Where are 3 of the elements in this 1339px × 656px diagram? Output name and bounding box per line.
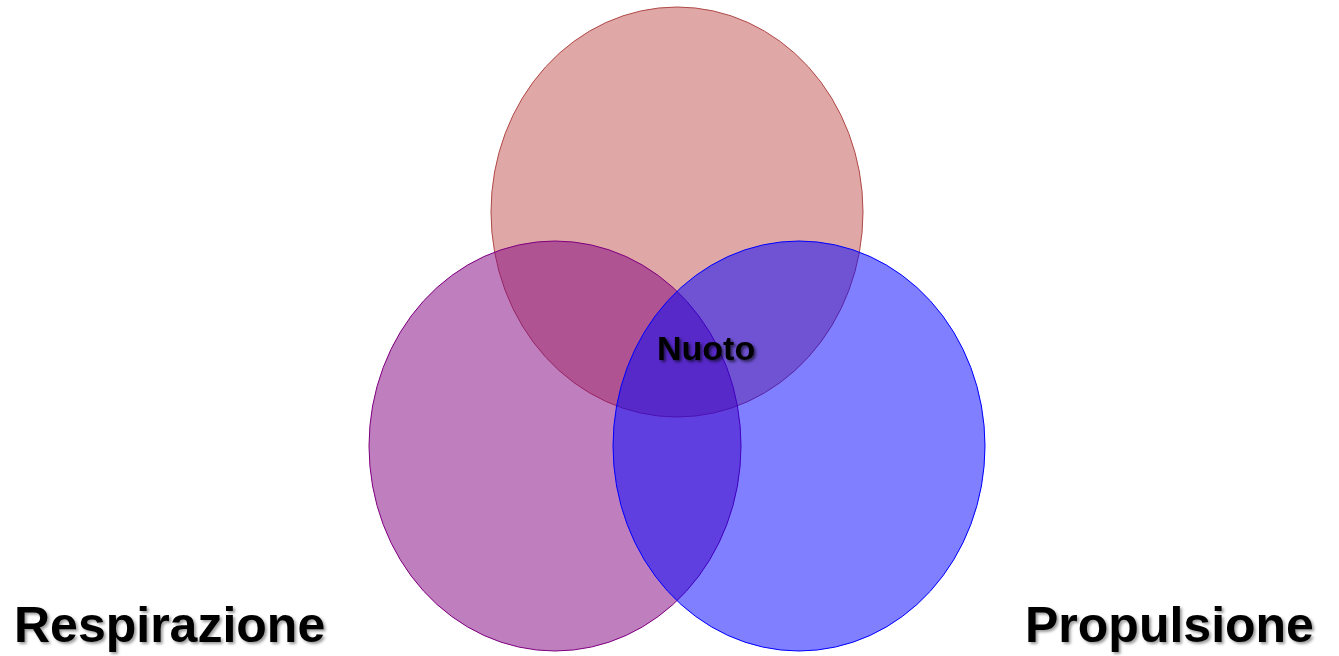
overlap-label: Nuoto (657, 331, 756, 365)
set-label: Propulsione (1025, 600, 1314, 650)
set-label: Respirazione (14, 600, 326, 650)
